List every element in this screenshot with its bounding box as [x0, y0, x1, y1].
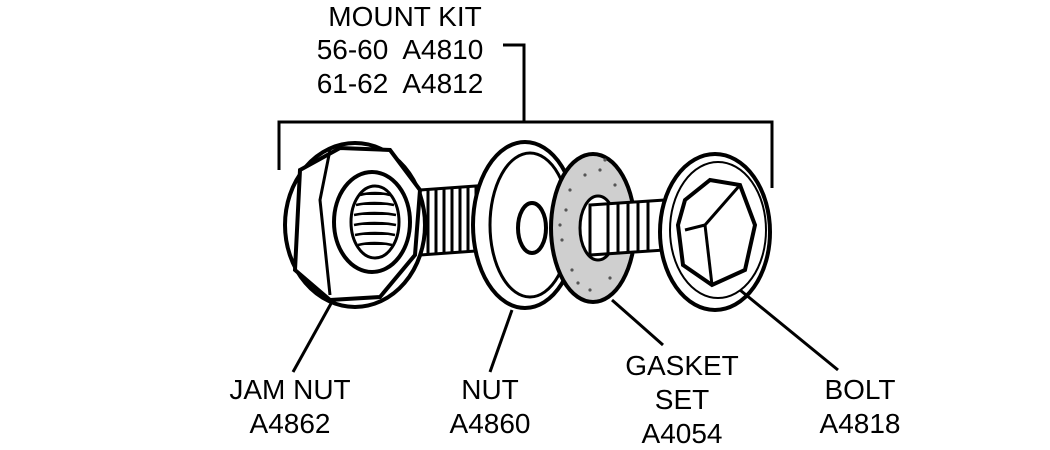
kit-line-2: 61-62 A4812: [316, 68, 484, 99]
bolt-shaft: [588, 198, 667, 257]
bolt-part-number: A4818: [819, 408, 901, 439]
kit-bracket: [277, 43, 774, 188]
jam-nut-label: JAM NUT: [229, 374, 351, 405]
leader-lines: [291, 288, 839, 373]
nut-label: NUT: [461, 374, 519, 405]
gasket-label: GASKET: [625, 350, 739, 381]
gasket-label-2: SET: [654, 384, 710, 415]
bolt-label: BOLT: [824, 374, 896, 405]
kit-title: MOUNT KIT: [328, 1, 482, 32]
bolt-head-shape: [658, 152, 772, 312]
nut-washer-shape: [471, 140, 579, 310]
nut-part-number: A4860: [449, 408, 531, 439]
jam-nut-part-number: A4862: [249, 408, 331, 439]
jam-nut-shape: [283, 141, 427, 309]
gasket-part-number: A4054: [641, 418, 723, 449]
kit-line-1: 56-60 A4810: [316, 34, 484, 65]
